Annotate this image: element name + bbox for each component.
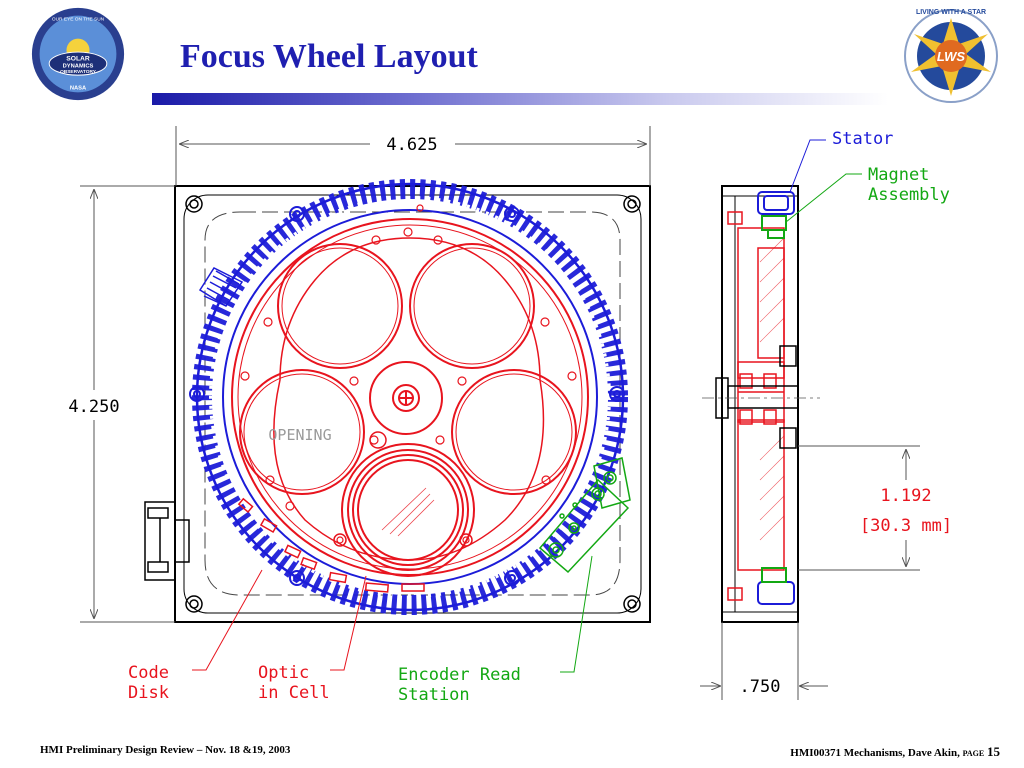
opening-label: OPENING	[268, 426, 331, 444]
callout-code-disk-line2: Disk	[128, 683, 169, 703]
small-holes	[240, 204, 577, 547]
footer-right: HMI00371 Mechanisms, Dave Akin, PAGE 15	[790, 744, 1000, 760]
callout-encoder-line1: Encoder Read	[398, 665, 521, 685]
callout-leaders	[192, 139, 862, 673]
footer-right-text: HMI00371 Mechanisms, Dave Akin,	[790, 747, 960, 759]
side-magnet	[761, 215, 787, 583]
dim-height-lines	[80, 185, 175, 623]
side-internal	[727, 211, 785, 601]
title-underline-bar	[152, 93, 888, 105]
front-view: OPENING 4.625 4.250	[68, 126, 651, 623]
central-hub	[369, 361, 443, 435]
dim-height: 4.250	[68, 397, 119, 417]
side-view	[702, 185, 820, 623]
dim-side-lines	[700, 445, 920, 700]
lws-center: LWS	[937, 49, 965, 64]
lws-logo: LWS LIVING WITH A STAR	[904, 9, 998, 103]
footer-left: HMI Preliminary Design Review – Nov. 18 …	[40, 744, 291, 756]
sdo-line-2: DYNAMICS	[63, 63, 94, 69]
lws-ring-text: LIVING WITH A STAR	[916, 9, 986, 16]
sdo-bottom: NASA	[70, 86, 86, 92]
dashed-pocket	[204, 211, 621, 596]
sdo-logo: SOLAR DYNAMICS OBSERVATORY NASA OUR EYE …	[31, 7, 125, 101]
dim-thickness: .750	[740, 677, 781, 697]
stator-mount-holes	[189, 206, 625, 586]
callout-magnet-line2: Assembly	[868, 185, 950, 205]
dim-width: 4.625	[386, 135, 437, 155]
callout-optic-line2: in Cell	[258, 683, 330, 703]
footer-page-number: 15	[987, 744, 1000, 759]
side-stator	[757, 191, 795, 605]
sdo-ring-text: OUR EYE ON THE SUN	[52, 16, 105, 22]
callout-encoder-line2: Station	[398, 685, 470, 705]
code-segments	[237, 497, 425, 593]
dim-width-lines	[175, 126, 651, 186]
filter-apertures	[239, 243, 577, 577]
dim-side-offset-mm: [30.3 mm]	[860, 516, 952, 536]
slide-title: Focus Wheel Layout	[180, 38, 478, 75]
sdo-line-1: SOLAR	[66, 56, 90, 63]
callout-code-disk-line1: Code	[128, 663, 169, 683]
side-housing	[721, 185, 799, 623]
side-hatch	[759, 237, 785, 541]
dim-side-offset: 1.192	[880, 486, 931, 506]
callout-stator: Stator	[832, 129, 893, 149]
callout-optic-line1: Optic	[258, 663, 309, 683]
callout-magnet-line1: Magnet	[868, 165, 929, 185]
magnet-comb	[198, 267, 244, 308]
sdo-line-3: OBSERVATORY	[60, 69, 97, 75]
connector	[144, 501, 190, 581]
optic-glass-hatch	[381, 487, 435, 537]
footer-page-label: PAGE	[962, 749, 985, 758]
encoder-read-station	[538, 457, 631, 574]
corner-holes	[185, 195, 641, 613]
